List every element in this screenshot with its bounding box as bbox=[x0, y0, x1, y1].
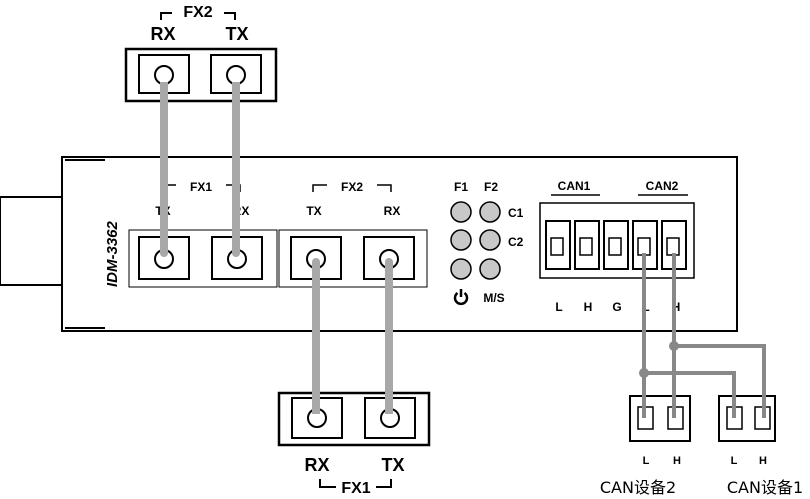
led-f2-label: F2 bbox=[484, 180, 498, 194]
led-c1 bbox=[450, 229, 472, 251]
bottom-fx1-bracket bbox=[319, 479, 392, 488]
can-terminal-slots bbox=[545, 220, 687, 270]
can-pin-label: H bbox=[584, 300, 593, 314]
can-device-1-h-label: H bbox=[759, 455, 767, 467]
top-tx-port-hole bbox=[226, 65, 246, 85]
fx2-bracket bbox=[312, 184, 392, 192]
top-rx-label: RX bbox=[150, 24, 175, 44]
can-h-junction bbox=[669, 341, 679, 351]
can-device-1: L H CAN设备1 bbox=[718, 395, 803, 497]
device-model: IDM-3362 bbox=[104, 220, 121, 287]
can-device-1-name: CAN设备1 bbox=[727, 478, 803, 497]
can-slot-screw bbox=[608, 237, 622, 256]
can-pin-label: L bbox=[555, 300, 562, 314]
can1-label: CAN1 bbox=[558, 179, 591, 193]
led-f1-label: F1 bbox=[454, 180, 468, 194]
fiber-link-fx2tx-fx1rx-bottom bbox=[312, 262, 320, 414]
can-device-2: L H CAN设备2 bbox=[600, 395, 691, 497]
top-fx2-module: FX2 RX TX bbox=[124, 4, 278, 103]
can-device-2-h-label: H bbox=[673, 455, 681, 467]
can2-label: CAN2 bbox=[646, 179, 679, 193]
can-slot-screw bbox=[666, 237, 680, 256]
led-f2 bbox=[479, 201, 501, 223]
can-slot-screw bbox=[579, 237, 593, 256]
fiber-link-fx2tx-fx1rx bbox=[232, 82, 240, 253]
bottom-rx-label: RX bbox=[304, 455, 329, 475]
fx1-title: FX1 bbox=[190, 180, 212, 194]
led-power bbox=[450, 258, 472, 280]
can-slot-screw bbox=[637, 237, 651, 256]
din-rail-clip bbox=[0, 196, 63, 286]
led-ms-label: M/S bbox=[483, 291, 504, 305]
bottom-tx-label: TX bbox=[381, 455, 404, 475]
fiber-link-fx2rx-fx1tx bbox=[160, 82, 168, 253]
idm-device: IDM-3362 FX1 TX RX FX2 TX RX F1 F2 C1 C2 bbox=[0, 156, 738, 332]
fiber-link-end bbox=[385, 258, 393, 266]
bottom-fx1-module: RX TX FX1 bbox=[277, 391, 431, 497]
fiber-links bbox=[160, 82, 393, 414]
power-icon bbox=[453, 289, 469, 306]
fx2-rx-label: RX bbox=[384, 204, 401, 218]
led-c1-label: C1 bbox=[508, 206, 524, 220]
can-pin-label: G bbox=[612, 300, 621, 314]
bottom-fx1-title: FX1 bbox=[341, 480, 370, 497]
fiber-link-end bbox=[312, 258, 320, 266]
top-rx-port-hole bbox=[154, 65, 174, 85]
can-device-2-l-label: L bbox=[643, 455, 650, 467]
can-h-branch bbox=[674, 344, 766, 418]
can-bus-cables bbox=[642, 253, 766, 418]
top-tx-label: TX bbox=[225, 24, 248, 44]
led-c2 bbox=[479, 229, 501, 251]
led-f1 bbox=[450, 201, 472, 223]
led-c2-label: C2 bbox=[508, 235, 524, 249]
top-fx2-title: FX2 bbox=[183, 4, 212, 21]
can-l-junction bbox=[639, 368, 649, 378]
fiber-link-end bbox=[160, 249, 168, 257]
can-slot-screw bbox=[550, 237, 564, 256]
fx2-tx-label: TX bbox=[306, 204, 321, 218]
fiber-link-end bbox=[232, 249, 240, 257]
fiber-link-fx2rx-fx1tx-bottom bbox=[385, 262, 393, 414]
led-ms bbox=[479, 258, 501, 280]
fx2-title: FX2 bbox=[341, 180, 363, 194]
can-device-1-l-label: L bbox=[731, 455, 738, 467]
top-fx2-bracket bbox=[160, 12, 236, 20]
can-device-2-name: CAN设备2 bbox=[600, 478, 676, 497]
